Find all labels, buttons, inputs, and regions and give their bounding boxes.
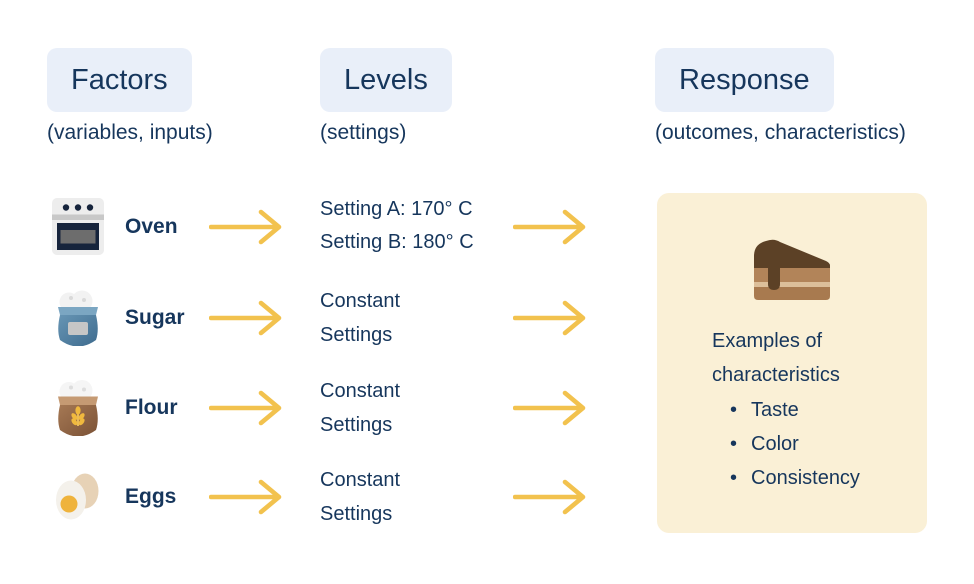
factor-label-oven: Oven <box>125 215 178 238</box>
cake-slice-icon <box>754 239 830 300</box>
levels-text-eggs: Constant Settings <box>320 469 401 525</box>
response-box: Examples of characteristics Taste Color … <box>657 193 927 533</box>
level-to-response-arrow <box>513 479 586 515</box>
factor-label-eggs: Eggs <box>125 485 177 508</box>
sugar-bag-icon <box>52 289 104 351</box>
response-bullet-list: Taste Color Consistency <box>730 393 860 495</box>
column-header-factors: Factors <box>47 48 192 112</box>
eggs-icon <box>52 469 104 529</box>
bullet-item: Taste <box>730 393 860 427</box>
levels-text-oven: Setting A: 170° C Setting B: 180° C <box>320 198 474 253</box>
bullet-item: Color <box>730 427 860 461</box>
level-to-response-arrow <box>513 390 586 426</box>
factor-to-level-arrow <box>209 479 282 515</box>
column-subtitle-levels: (settings) <box>320 121 407 144</box>
factor-label-sugar: Sugar <box>125 306 185 329</box>
column-subtitle-response: (outcomes, characteristics) <box>655 121 906 144</box>
factor-to-level-arrow <box>209 390 282 426</box>
column-header-response: Response <box>655 48 834 112</box>
factor-label-flour: Flour <box>125 396 178 419</box>
flour-bag-icon <box>52 379 104 441</box>
factor-to-level-arrow <box>209 209 282 245</box>
column-subtitle-factors: (variables, inputs) <box>47 121 213 144</box>
factor-to-level-arrow <box>209 300 282 336</box>
bullet-item: Consistency <box>730 461 860 495</box>
response-heading: Examples of characteristics <box>712 330 840 386</box>
level-to-response-arrow <box>513 300 586 336</box>
levels-text-sugar: Constant Settings <box>320 290 401 346</box>
oven-icon <box>52 198 104 260</box>
column-header-levels: Levels <box>320 48 452 112</box>
levels-text-flour: Constant Settings <box>320 380 401 436</box>
level-to-response-arrow <box>513 209 586 245</box>
